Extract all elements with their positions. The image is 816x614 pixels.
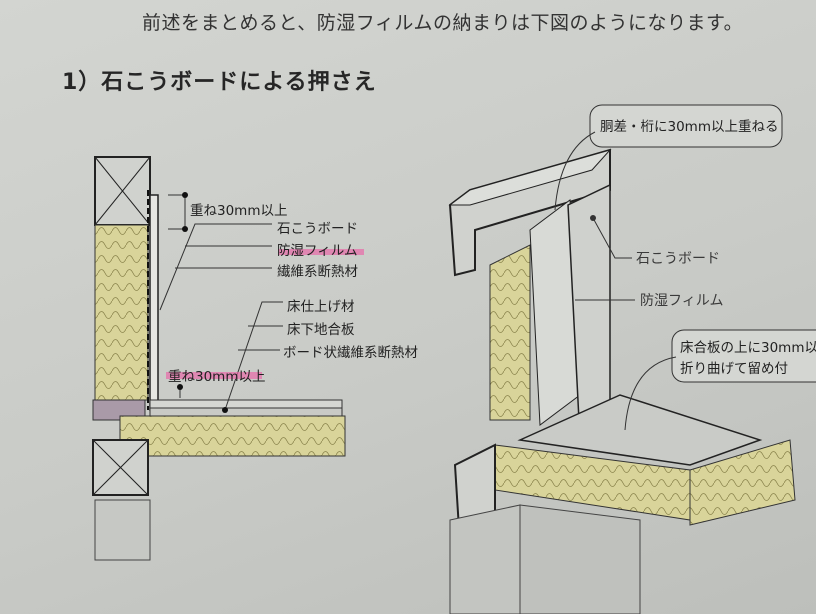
wall-insulation-iso: [489, 244, 531, 421]
lower-beam: [92, 439, 149, 496]
callout-bottom-line2: 折り曲げて留め付: [680, 361, 788, 377]
callout-bottom-line1: 床合板の上に30mm以: [680, 340, 816, 356]
label-floor-finish: 床仕上げ材: [287, 299, 355, 315]
label-gypsum-board: 石こうボード: [277, 221, 358, 237]
gypsum-board: [149, 194, 159, 411]
subfloor-plywood: [149, 407, 343, 417]
label-subfloor-plywood: 床下地合板: [287, 322, 355, 338]
sill-block: [92, 399, 146, 421]
right-isometric-diagram: 胴差・桁に30mm以上重ねる 石こうボード 防湿フィルム 床合板の上に30mm以…: [448, 104, 816, 614]
callout-bottom: 床合板の上に30mm以 折り曲げて留め付: [624, 329, 816, 431]
foundation: [94, 499, 151, 561]
label-vapor-film: 防湿フィルム: [277, 243, 357, 259]
intro-text: 前述をまとめると、防湿フィルムの納まりは下図のようになります。: [142, 12, 744, 34]
floor-finish: [149, 399, 343, 409]
foundation-iso: [449, 504, 521, 614]
label-fiber-insulation: 繊維系断熱材: [277, 264, 358, 280]
top-beam: [94, 156, 151, 226]
section-title: 1）石こうボードによる押さえ: [62, 70, 377, 95]
floor-plywood-iso: [517, 394, 763, 466]
callout-top: 胴差・桁に30mm以上重ねる: [554, 104, 783, 211]
callout-top-text: 胴差・桁に30mm以上重ねる: [600, 119, 778, 135]
wall-insulation: [94, 224, 149, 401]
left-section-diagram: 重ね30mm以上 石こうボード 防湿フィルム 繊維系断熱材 床仕上げ材 床下地合…: [92, 156, 418, 561]
label-vapor-film-right: 防湿フィルム: [640, 293, 723, 309]
label-gypsum-board-right: 石こうボード: [636, 251, 720, 267]
label-board-insulation: ボード状繊維系断熱材: [283, 345, 418, 361]
label-overlap-top: 重ね30mm以上: [190, 203, 287, 219]
floor-insulation: [119, 415, 346, 457]
label-overlap-bottom: 重ね30mm以上: [168, 369, 265, 385]
